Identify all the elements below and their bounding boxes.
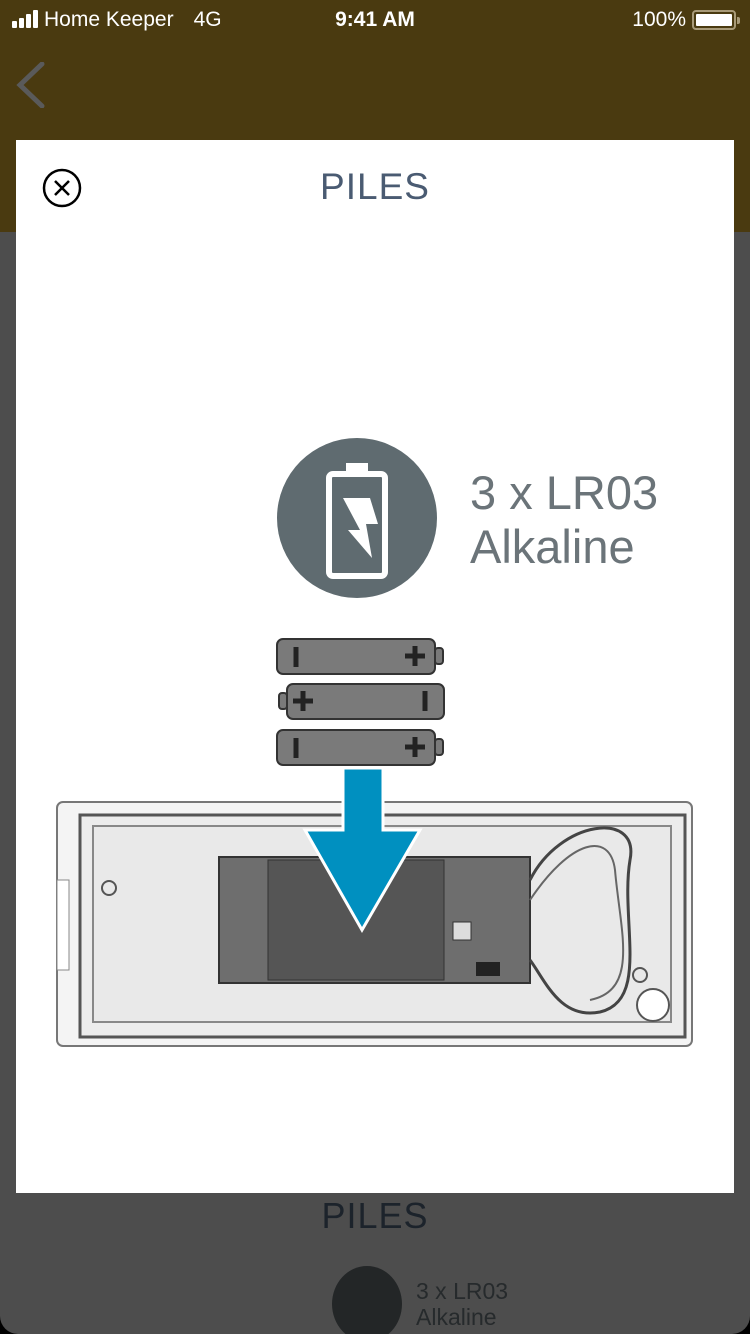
remote-battery-tray bbox=[56, 801, 693, 1047]
insert-arrow-icon bbox=[302, 766, 423, 934]
clock: 9:41 AM bbox=[335, 8, 415, 31]
close-circle-icon[interactable] bbox=[42, 168, 82, 208]
battery-percent: 100% bbox=[632, 8, 686, 31]
battery-install-illustration bbox=[56, 438, 693, 1047]
modal-title: PILES bbox=[320, 166, 430, 207]
battery-charge-icon bbox=[277, 438, 437, 598]
background-battery-icon bbox=[332, 1266, 402, 1334]
network: 4G bbox=[193, 8, 222, 31]
aaa-batteries bbox=[276, 638, 445, 766]
carrier: Home Keeper bbox=[44, 8, 174, 31]
background-title: PILES bbox=[321, 1195, 429, 1236]
status-bar: Home Keeper 4G 9:41 AM 100% bbox=[0, 0, 750, 40]
signal-icon bbox=[12, 10, 38, 28]
battery-icon bbox=[692, 10, 740, 30]
chevron-left-icon[interactable] bbox=[14, 62, 54, 108]
